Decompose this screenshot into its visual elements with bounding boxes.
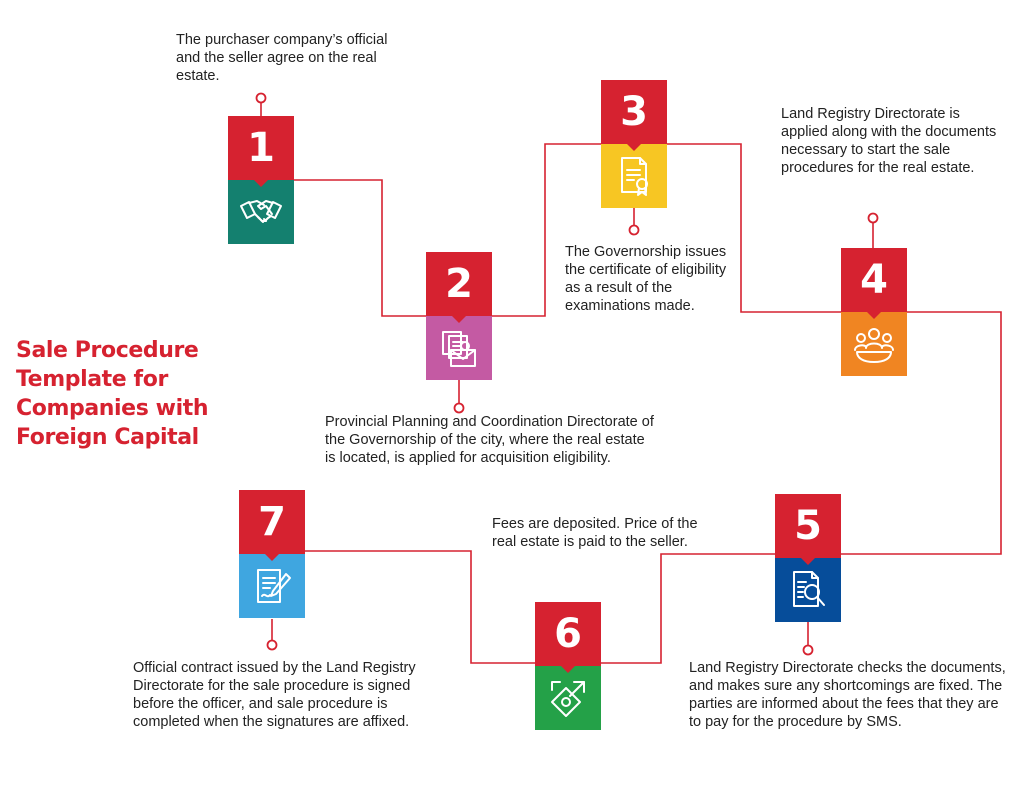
step-number: 1 (228, 116, 294, 187)
connector-2-3 (492, 143, 601, 317)
step-description: Official contract issued by the Land Reg… (133, 660, 416, 730)
step-5: 5 (775, 494, 841, 622)
step-number: 5 (775, 494, 841, 565)
step-number: 6 (535, 602, 601, 673)
step-number: 3 (601, 80, 667, 151)
step-4: 4 (841, 248, 907, 376)
pin-dot-3 (628, 224, 640, 236)
handshake-icon (240, 200, 282, 223)
step-6: 6 (535, 602, 601, 730)
step-7: 7 (239, 490, 305, 618)
documents-envelope-icon (442, 331, 476, 367)
step-number: 7 (239, 490, 305, 561)
step-icon-box (228, 180, 294, 244)
step-description: The purchaser company’s official and the… (176, 32, 388, 84)
people-meeting-icon (854, 328, 894, 363)
connector-3-4 (667, 143, 841, 313)
step-description: Fees are deposited. Price of the real es… (492, 516, 698, 550)
pin-dot-7 (266, 639, 278, 651)
step-3: 3 (601, 80, 667, 208)
pin-dot-5 (802, 644, 814, 656)
pin-dot-1 (255, 92, 267, 104)
connector-6-7 (305, 550, 535, 664)
connector-5-6 (601, 553, 775, 664)
step-icon-box (239, 554, 305, 618)
step-icon-box (601, 144, 667, 208)
diagram-title: Sale Procedure Template for Companies wi… (16, 338, 209, 450)
pin-dot-4 (867, 212, 879, 224)
step-1: 1 (228, 116, 294, 244)
step-number: 2 (426, 252, 492, 323)
connector-1-2 (294, 179, 426, 317)
step-icon-box (535, 666, 601, 730)
step-icon-box (775, 558, 841, 622)
step-2: 2 (426, 252, 492, 380)
step-description: Land Registry Directorate is applied alo… (781, 106, 997, 176)
step-description: The Governorship issues the certificate … (565, 244, 727, 314)
pin-dot-2 (453, 402, 465, 414)
step-description: Provincial Planning and Coordination Dir… (325, 414, 654, 466)
step-number: 4 (841, 248, 907, 319)
document-search-icon (793, 571, 825, 607)
certificate-document-icon (621, 157, 648, 196)
connector-4-5 (841, 311, 1002, 555)
step-icon-box (841, 312, 907, 376)
step-description: Land Registry Directorate checks the doc… (689, 660, 1006, 730)
contract-signing-icon (257, 569, 291, 603)
money-transfer-icon (551, 681, 585, 717)
step-icon-box (426, 316, 492, 380)
